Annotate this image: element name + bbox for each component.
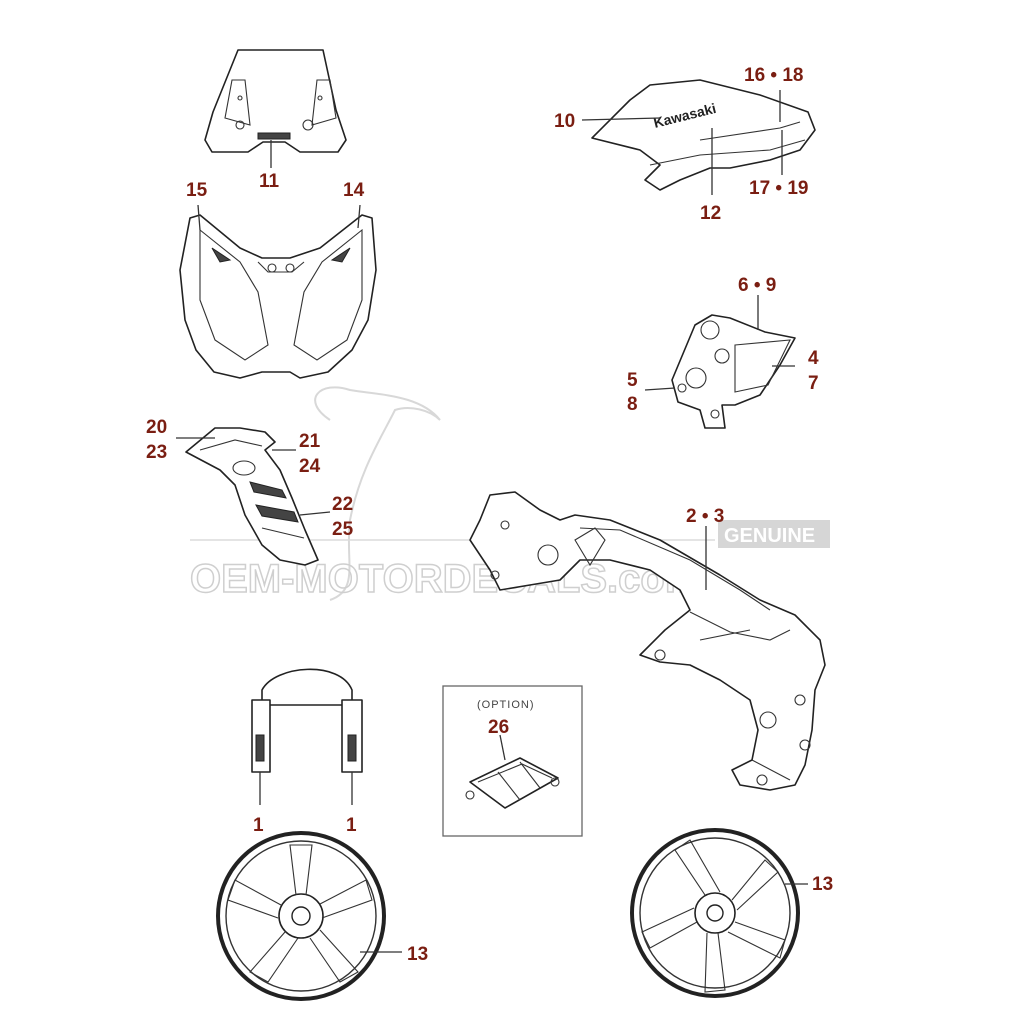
watermark-bird-logo (314, 386, 441, 601)
side-shroud (176, 427, 331, 566)
callout-26: 26 (488, 717, 509, 738)
callout-21: 21 (299, 431, 321, 452)
callout-4: 4 (808, 348, 819, 369)
watermark-site-text: OEM-MOTORDECALS.com (190, 557, 700, 601)
front-wheel (216, 831, 402, 1001)
heel-guard (644, 295, 796, 429)
callout-16-18: 16 • 18 (744, 65, 803, 86)
watermark-badge-box (718, 520, 830, 548)
callout-6-9: 6 • 9 (738, 275, 776, 296)
option-box-frame (442, 685, 583, 837)
callout-24: 24 (299, 456, 321, 477)
callout-23: 23 (146, 442, 167, 463)
callout-12: 12 (700, 203, 721, 224)
option-box-label: (OPTION) (477, 699, 535, 711)
rear-carrier-rack (465, 734, 560, 809)
callout-13-left: 13 (407, 944, 428, 965)
callout-14: 14 (343, 180, 365, 201)
fork-decal-right (347, 734, 357, 762)
watermark-badge-text: GENUINE (724, 525, 815, 547)
windscreen (204, 49, 347, 168)
callout-15: 15 (186, 180, 208, 201)
callout-2-3: 2 • 3 (686, 506, 724, 527)
rear-wheel (630, 828, 808, 998)
callout-8: 8 (627, 394, 638, 415)
callout-7: 7 (808, 373, 819, 394)
callout-5: 5 (627, 370, 638, 391)
tank-shroud: Kawasaki (581, 79, 816, 195)
callout-1-left: 1 (253, 815, 264, 836)
callout-22: 22 (332, 494, 353, 515)
callout-25: 25 (332, 519, 354, 540)
callout-17-19: 17 • 19 (749, 178, 808, 199)
callout-20: 20 (146, 417, 167, 438)
callout-13-right: 13 (812, 874, 833, 895)
callout-1-right: 1 (346, 815, 357, 836)
callout-11: 11 (259, 171, 280, 192)
fork-covers (251, 668, 363, 805)
fork-decal-left (255, 734, 265, 762)
watermark: OEM-MOTORDECALS.com GENUINE (189, 386, 830, 602)
option-box: (OPTION) (442, 685, 583, 837)
frame (469, 491, 826, 791)
callout-10: 10 (554, 111, 575, 132)
front-cowl (179, 204, 377, 379)
windscreen-decal (257, 132, 291, 140)
